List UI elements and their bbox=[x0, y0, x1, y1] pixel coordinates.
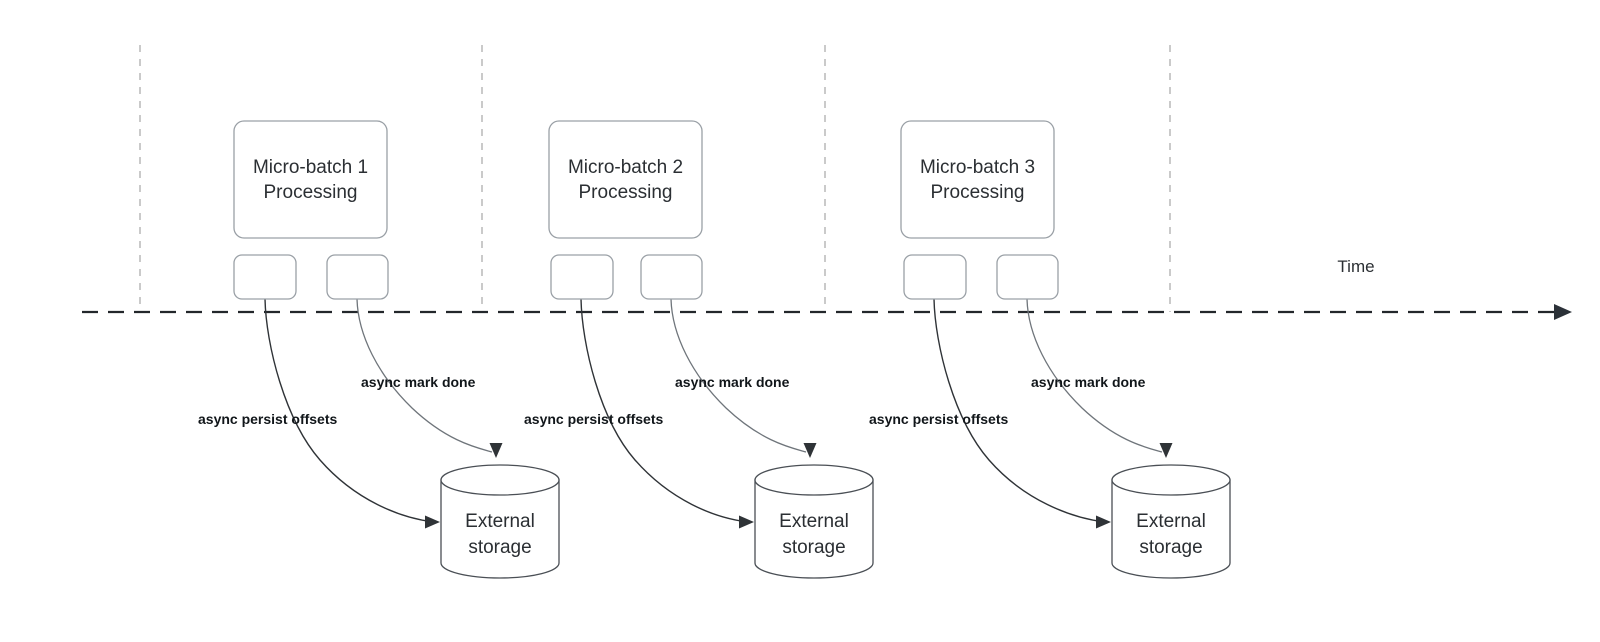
group-3-task-box-persist[interactable] bbox=[903, 254, 967, 300]
group-2-storage-cylinder-body[interactable] bbox=[754, 479, 874, 579]
group-2-storage-label-line2: storage bbox=[782, 537, 845, 558]
group-1-task-box-mark[interactable] bbox=[326, 254, 389, 300]
group-2-edge-persist-offsets-arrowhead-icon bbox=[739, 515, 754, 529]
group-2-storage-cylinder-top bbox=[754, 464, 874, 496]
boundary-lines-layer bbox=[139, 45, 1171, 312]
group-2-processing-box[interactable] bbox=[548, 120, 703, 239]
group-3-storage-label-line1: External bbox=[1136, 511, 1206, 532]
labels-layer: Time async persist offsets async mark done… bbox=[198, 157, 1375, 558]
group-1-edge-persist-offsets bbox=[264, 298, 435, 523]
group-1-edge-persist-offsets-arrowhead-icon bbox=[425, 515, 440, 529]
timeline-arrowhead-icon bbox=[1554, 304, 1572, 320]
group-1-storage-cylinder-body[interactable] bbox=[440, 479, 560, 579]
group-3-storage-cylinder-body[interactable] bbox=[1111, 479, 1231, 579]
shapes-layer bbox=[233, 120, 1231, 579]
group-1-processing-box-label-line2: Processing bbox=[264, 182, 358, 203]
group-2-edge-persist-offsets bbox=[580, 298, 749, 523]
group-2-task-box-mark[interactable] bbox=[640, 254, 703, 300]
group-3-edge-persist-offsets-arrowhead-icon bbox=[1096, 515, 1111, 529]
group-3-storage-cylinder-top bbox=[1111, 464, 1231, 496]
group-3-task-box-mark[interactable] bbox=[996, 254, 1059, 300]
group-2-edge-persist-offsets-label: async persist offsets bbox=[524, 411, 663, 427]
group-1-processing-box-label-line1: Micro-batch 1 bbox=[253, 157, 368, 178]
group-3-edge-persist-offsets bbox=[933, 298, 1106, 523]
group-2-task-box-persist[interactable] bbox=[550, 254, 614, 300]
timeline-axis-layer bbox=[82, 304, 1572, 320]
group-3-edge-mark-done bbox=[1026, 298, 1163, 453]
group-3-edge-mark-done-arrowhead-icon bbox=[1159, 443, 1173, 458]
group-2-storage-label-line1: External bbox=[779, 511, 849, 532]
group-1-task-box-persist[interactable] bbox=[233, 254, 297, 300]
group-1-storage-cylinder-top bbox=[440, 464, 560, 496]
group-3-storage-label-line2: storage bbox=[1139, 537, 1202, 558]
time-axis-label: Time bbox=[1337, 257, 1374, 276]
group-3-edge-persist-offsets-label: async persist offsets bbox=[869, 411, 1008, 427]
group-3-processing-box-label-line1: Micro-batch 3 bbox=[920, 157, 1035, 178]
group-1-processing-box[interactable] bbox=[233, 120, 388, 239]
group-3-edge-mark-done-label: async mark done bbox=[1031, 374, 1146, 390]
group-3-processing-box[interactable] bbox=[900, 120, 1055, 239]
group-1-edge-persist-offsets-label: async persist offsets bbox=[198, 411, 337, 427]
group-2-edge-mark-done bbox=[670, 298, 807, 453]
group-1-edge-mark-done-arrowhead-icon bbox=[489, 443, 503, 458]
group-1-edge-mark-done-label: async mark done bbox=[361, 374, 476, 390]
group-1-storage-label-line2: storage bbox=[468, 537, 531, 558]
group-2-edge-mark-done-label: async mark done bbox=[675, 374, 790, 390]
group-2-edge-mark-done-arrowhead-icon bbox=[803, 443, 817, 458]
group-1-storage-label-line1: External bbox=[465, 511, 535, 532]
group-2-processing-box-label-line2: Processing bbox=[579, 182, 673, 203]
group-1-edge-mark-done bbox=[356, 298, 493, 453]
group-2-processing-box-label-line1: Micro-batch 2 bbox=[568, 157, 683, 178]
group-3-processing-box-label-line2: Processing bbox=[931, 182, 1025, 203]
connector-edges-layer bbox=[264, 298, 1173, 529]
